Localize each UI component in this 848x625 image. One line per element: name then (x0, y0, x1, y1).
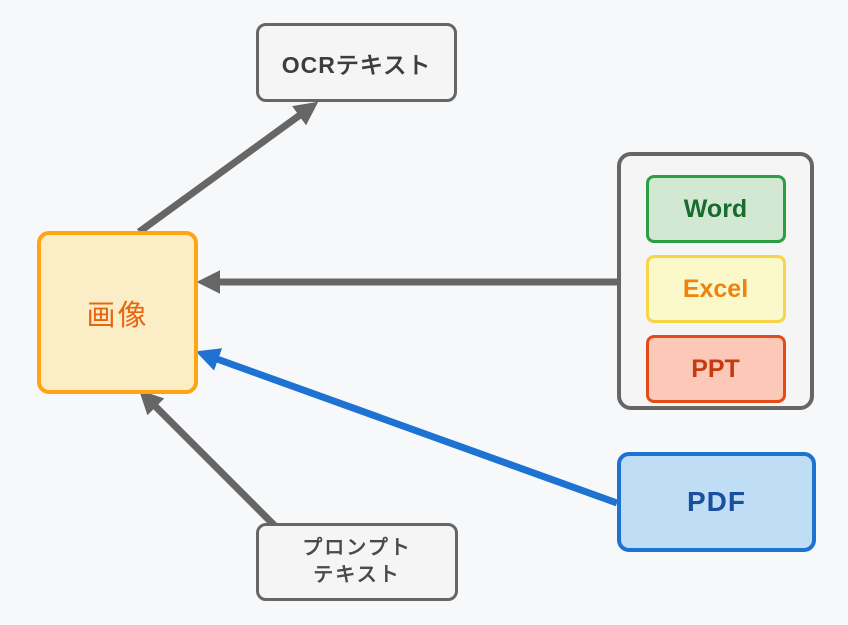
edge-image-to-ocr (136, 101, 319, 235)
node-word: Word (645, 175, 786, 243)
pdf-label: PDF (687, 486, 746, 517)
node-ocr-text: OCRテキスト (256, 23, 457, 102)
excel-label: Excel (682, 274, 749, 303)
prompt-text-label: プロンプト テキスト (302, 537, 412, 586)
edge-prompt-to-image (139, 390, 280, 531)
image-label: 画像 (86, 299, 149, 332)
word-label: Word (683, 194, 748, 223)
edge-pdf-to-image (195, 348, 619, 507)
node-excel: Excel (645, 255, 786, 323)
ocr-text-label: OCRテキスト (281, 51, 432, 78)
node-prompt-text: プロンプト テキスト (256, 523, 458, 601)
node-ppt: PPT (645, 335, 786, 403)
node-pdf: PDF (617, 452, 816, 552)
node-image: 画像 (37, 231, 198, 394)
ppt-label: PPT (691, 354, 740, 383)
office-group: Word Excel PPT (617, 152, 814, 410)
